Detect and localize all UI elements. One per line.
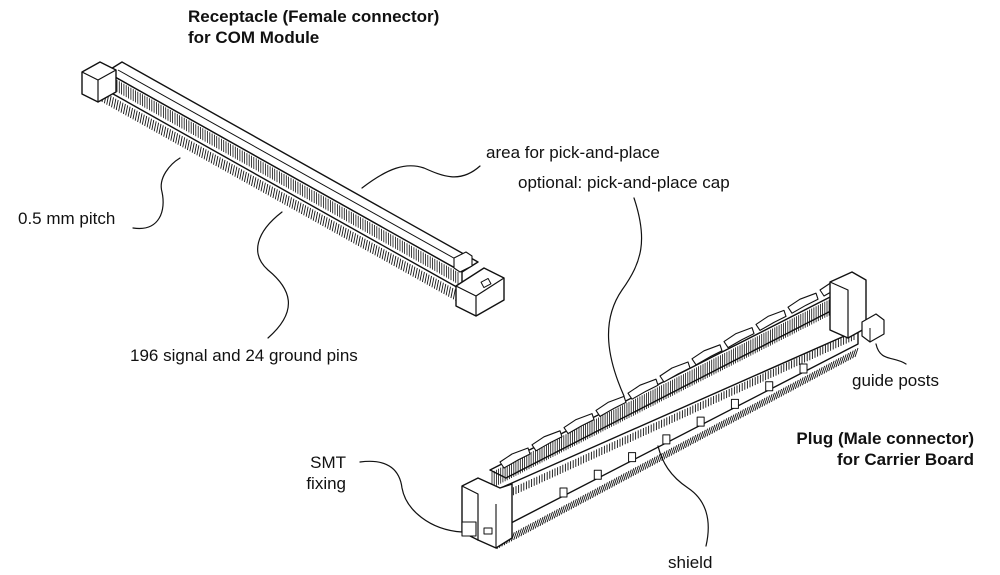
receptacle-left-cap	[81, 61, 117, 103]
receptacle-title-line2: for COM Module	[188, 28, 320, 47]
shield-block	[531, 430, 563, 452]
plug-left-end	[461, 477, 513, 549]
receptacle-bottom-pin-row	[101, 91, 461, 303]
shield-block	[499, 447, 531, 469]
shield-block	[595, 395, 627, 417]
pick-cap-label: optional: pick-and-place cap	[518, 173, 730, 192]
receptacle-slot	[117, 69, 469, 267]
leader-guide-posts	[875, 343, 907, 365]
receptacle-title-line1: Receptacle (Female connector)	[188, 7, 440, 26]
pitch-label: 0.5 mm pitch	[18, 209, 116, 228]
plug-comb	[491, 294, 841, 488]
plug-tab	[593, 469, 602, 480]
plug-shield-blocks	[499, 275, 851, 469]
plug-tab	[799, 363, 808, 374]
guide-posts-label: guide posts	[852, 371, 939, 390]
smt-label-line1: SMT	[310, 453, 346, 472]
plug-title-line2: for Carrier Board	[837, 450, 974, 469]
plug-tab	[765, 381, 774, 392]
plug-tab	[559, 487, 568, 498]
shield-block	[659, 361, 691, 383]
plug-tab	[628, 452, 637, 463]
plug-title-line1: Plug (Male connector)	[796, 429, 974, 448]
plug-front-tabs	[559, 363, 808, 498]
shield-block	[627, 378, 659, 400]
plug-title: Plug (Male connector) for Carrier Board	[796, 428, 974, 470]
receptacle-right-cap	[455, 267, 505, 317]
leader-pitch	[132, 157, 181, 230]
guide-post	[861, 313, 885, 343]
shield-block	[787, 292, 819, 314]
shield-label: shield	[668, 553, 713, 572]
shield-block	[723, 327, 755, 349]
smt-label-line2: fixing	[306, 474, 346, 493]
pick-area-label: area for pick-and-place	[486, 143, 660, 162]
plug-tab	[662, 434, 671, 445]
smt-label: SMT fixing	[306, 452, 346, 494]
leader-pick-area	[361, 165, 481, 189]
plug-drawing	[461, 271, 885, 550]
leader-lines	[132, 157, 907, 547]
plug-back-pin-row	[489, 332, 855, 506]
plug-tab	[696, 416, 705, 427]
leader-pick-cap	[607, 197, 643, 397]
receptacle-title: Receptacle (Female connector) for COM Mo…	[188, 6, 439, 48]
shield-block	[563, 413, 595, 435]
plug-tab	[730, 398, 739, 409]
leader-shield	[657, 445, 709, 547]
shield-block	[691, 344, 723, 366]
leader-smt	[359, 460, 463, 533]
receptacle-drawing	[81, 61, 505, 317]
pins-label: 196 signal and 24 ground pins	[130, 346, 358, 365]
leader-pins	[257, 211, 289, 339]
shield-block	[755, 309, 787, 331]
